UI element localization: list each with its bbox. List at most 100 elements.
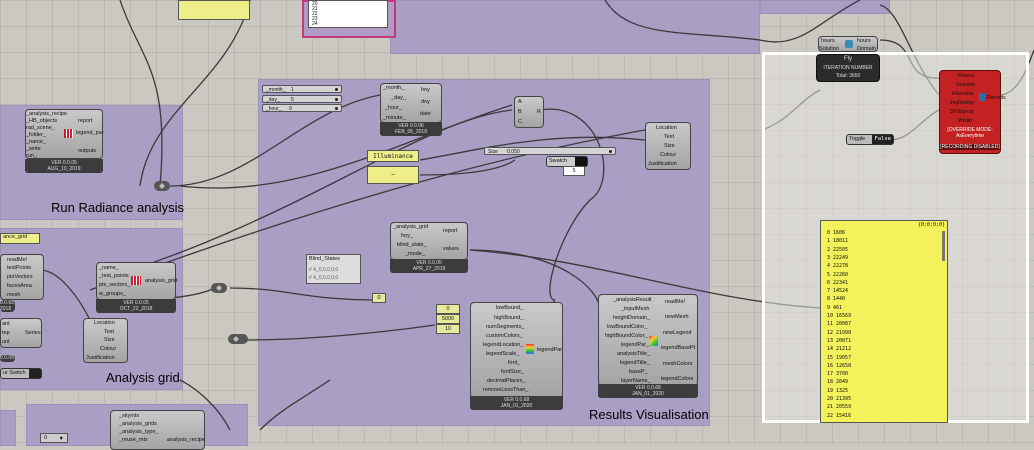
input-hb-objects[interactable]: _HB_objects	[26, 118, 58, 124]
tag-in-justification[interactable]: Justification	[86, 355, 115, 361]
legend-in-num-segments[interactable]: numSegments_	[486, 324, 525, 330]
grid-in-pts-vectors[interactable]: pts_vectors_	[99, 282, 131, 288]
recolor-in-base-p[interactable]: baseP_	[629, 369, 648, 375]
output-legend-par[interactable]: legend_par	[76, 130, 104, 136]
grid-out-analysis-grid[interactable]: analysis_grid	[145, 278, 178, 284]
recorder-in-fitness[interactable]: Fitness	[958, 73, 975, 79]
recolor-mesh-component[interactable]: _analysisResult _inputMesh heightDomain_…	[598, 294, 698, 386]
results-in-blind-state[interactable]: blind_state_	[397, 242, 427, 248]
day-slider[interactable]: _day_ 5	[262, 95, 342, 103]
legend-out-legend-par[interactable]: legendPar	[537, 347, 563, 353]
left-bottom-slider[interactable]: 0 ▼	[40, 433, 68, 443]
top-list-panel[interactable]: 20 21 22 23 24	[308, 0, 388, 28]
month-slider[interactable]: _month_ 1	[262, 85, 342, 93]
grid-readme-component[interactable]: readMe! testPoints ptsVectors facesArea …	[0, 254, 44, 300]
tag2-in-size[interactable]: Size	[664, 143, 675, 149]
legend-in-legend-location[interactable]: legendLocation_	[483, 342, 524, 348]
zero-panel[interactable]: 0	[372, 293, 386, 303]
merge-in-b[interactable]: B	[518, 109, 522, 115]
recolor-out-new-mesh[interactable]: newMesh	[665, 314, 689, 320]
size-slider[interactable]: Size 0.050	[484, 147, 616, 155]
merge-in-a[interactable]: A	[518, 99, 522, 105]
low-bound-panel[interactable]: 0	[436, 304, 460, 314]
fly-component[interactable]: Fly ITERATION NUMBER Total: 3650	[816, 54, 880, 82]
recorder-in-ifilename[interactable]: iFilename	[952, 91, 974, 97]
hoy-in-hour[interactable]: _hour_	[385, 105, 403, 111]
input-name[interactable]: _name_	[26, 139, 46, 145]
results-in-analysis-grid[interactable]: _analysis_grid	[393, 224, 429, 230]
recolor-out-new-legend[interactable]: newLegend	[663, 330, 692, 336]
legend-in-remove-less-than[interactable]: removeLessThan_	[483, 387, 529, 393]
hoy-component[interactable]: _month_ _day_ _hour_ _minute_ hoy doy da…	[380, 83, 442, 123]
grid-out-ptsvectors[interactable]: ptsVectors	[7, 274, 33, 280]
hoy-out-doy[interactable]: doy	[421, 99, 430, 105]
legend-in-custom-colors[interactable]: customColors_	[486, 333, 523, 339]
records-panel-scrollbar[interactable]	[942, 231, 945, 261]
recolor-in-layer-name[interactable]: layerName_	[621, 378, 651, 384]
results-out-report[interactable]: report	[443, 228, 458, 234]
series-in-tep[interactable]: tep	[2, 330, 10, 336]
recorder-in-imgsetting[interactable]: imgSetting	[950, 100, 974, 106]
recipe-in-reuse-mtx[interactable]: _reuse_mtx	[119, 437, 148, 443]
recorder-component[interactable]: Fitness Genome iFilename imgSetting 3DOb…	[939, 70, 1006, 154]
recolor-in-input-mesh[interactable]: _inputMesh	[621, 306, 650, 312]
output-outputs[interactable]: outputs	[78, 148, 97, 154]
tag-in-text[interactable]: Text	[104, 329, 115, 335]
grid-in-test-points[interactable]: _test_points	[99, 273, 129, 279]
relay-node[interactable]	[154, 181, 170, 191]
input-analysis-recipe[interactable]: _analysis_recipe	[26, 111, 67, 117]
tag-in-size[interactable]: Size	[104, 337, 115, 343]
merge-in-c[interactable]: C	[518, 119, 522, 125]
input-folder[interactable]: _folder_	[26, 132, 46, 138]
input-run[interactable]: run_	[26, 153, 38, 159]
legend-in-decimal-places[interactable]: decimalPlaces_	[487, 378, 526, 384]
merge-component[interactable]: A B C R	[514, 96, 544, 128]
grid-out-mesh[interactable]: mesh	[7, 292, 21, 298]
input-rad-scene[interactable]: rad_scene_	[26, 125, 55, 131]
hour-slider[interactable]: _hour_ 9	[262, 104, 342, 112]
legend-par-component[interactable]: lowBound_ highBound_ numSegments_ custom…	[470, 302, 563, 398]
num-segments-panel[interactable]: 10	[436, 324, 460, 334]
input-write[interactable]: _write	[26, 146, 41, 152]
recolor-in-analysis-result[interactable]: _analysisResult	[613, 297, 652, 303]
grid-out-testpoints[interactable]: testPoints	[7, 265, 32, 271]
tag-in-colour[interactable]: Colour	[100, 346, 117, 352]
tag-in-location[interactable]: Location	[94, 320, 115, 326]
illuminance-panel[interactable]: Illuminance	[367, 150, 419, 162]
tag-component-right[interactable]: Location Text Size Colour Justification	[645, 122, 691, 170]
legend-in-legend-scale[interactable]: legendScale_	[486, 351, 520, 357]
recolor-in-low-bound-color[interactable]: lowBoundColor_	[607, 324, 648, 330]
hoy-in-day[interactable]: _day_	[391, 95, 406, 101]
analysis-recipe-component[interactable]: _skymtx _analysis_grids _analysis_type_ …	[110, 410, 205, 450]
merge-out-r[interactable]: R	[537, 109, 541, 115]
recolor-in-legend-title[interactable]: legendTitle_	[620, 360, 650, 366]
top-yellow-panel[interactable]	[178, 0, 250, 20]
relay-node-grid2[interactable]	[228, 334, 248, 344]
tag2-in-justification[interactable]: Justification	[648, 161, 677, 167]
series-in-unt[interactable]: unt	[2, 339, 10, 345]
legend-in-font[interactable]: font_	[508, 360, 521, 366]
tag-component-left[interactable]: Location Text Size Colour Justification	[83, 318, 128, 363]
blind-states-panel[interactable]: Blind_States # 4_0,0,0,0,0 # 4_0,0,0,0,0	[306, 254, 361, 284]
legend-in-font-size[interactable]: fontSize_	[501, 369, 524, 375]
recipe-in-skymtx[interactable]: _skymtx	[119, 413, 140, 419]
recorder-in-wind[interactable]: Wind/r	[958, 118, 973, 124]
tag2-in-text[interactable]: Text	[664, 134, 675, 140]
switch-param[interactable]: ur Switch	[0, 368, 42, 379]
grid-in-name[interactable]: _name_	[99, 265, 119, 271]
recipe-in-analysis-type[interactable]: _analysis_type_	[119, 429, 159, 435]
recolor-in-high-bound-color[interactable]: highBoundColor_	[605, 333, 648, 339]
dash-panel[interactable]: –	[367, 166, 419, 184]
recolor-in-analysis-title[interactable]: analysisTitle_	[617, 351, 651, 357]
results-in-hoy[interactable]: hoy_	[401, 233, 413, 239]
series-in-ant[interactable]: ant	[2, 321, 10, 327]
recolor-out-legend-colors[interactable]: legendColors	[661, 376, 694, 382]
swatch-number[interactable]: 5	[563, 166, 585, 176]
results-out-values[interactable]: values	[443, 246, 459, 252]
read-results-component[interactable]: _analysis_grid hoy_ blind_state_ _mode_ …	[390, 222, 468, 260]
output-report[interactable]: report	[78, 118, 93, 124]
recorder-out-records[interactable]: Records	[987, 95, 1006, 101]
tag2-in-location[interactable]: Location	[656, 125, 677, 131]
results-in-mode[interactable]: _mode_	[405, 251, 425, 257]
